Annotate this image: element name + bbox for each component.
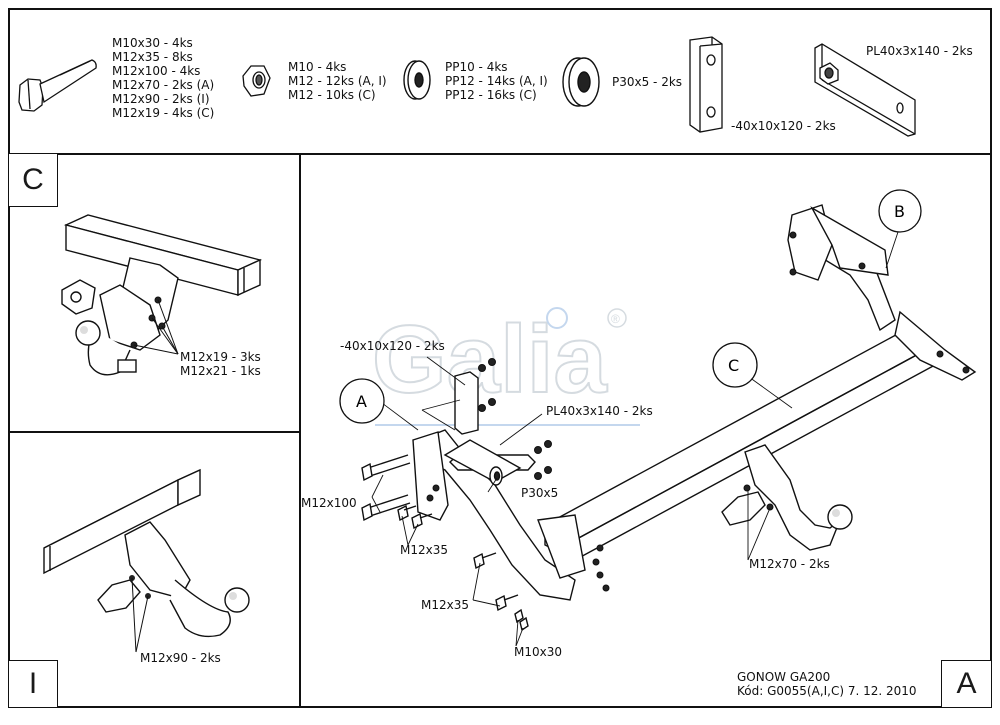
label-m12x35-lower: M12x35	[421, 598, 469, 612]
washer-line: PP12 - 16ks (C)	[445, 88, 537, 102]
panel-c-labels: M12x19 - 3ks M12x21 - 1ks	[180, 350, 261, 378]
bolt-line: M12x100 - 4ks	[112, 64, 201, 78]
drawing-code: Kód: G0055(A,I,C) 7. 12. 2010	[737, 684, 917, 698]
main-panel-letter: A	[941, 660, 992, 708]
panel-i-letter: I	[8, 660, 58, 708]
bolt-list: M10x30 - 4ks M12x35 - 8ks M12x100 - 4ks …	[112, 36, 214, 120]
nut-icon	[242, 65, 271, 97]
main-spacer-label: P30x5	[521, 486, 559, 500]
callout-b: B	[894, 202, 905, 221]
plate-icon	[689, 36, 723, 133]
bolt-line: M10x30 - 4ks	[112, 36, 193, 50]
bolt-line: M12x70 - 2ks (A)	[112, 78, 215, 92]
label-m10x30: M10x30	[514, 645, 562, 659]
washer-line: PP10 - 4ks	[445, 60, 508, 74]
parts-header-panel	[8, 8, 992, 155]
title-block: GONOW GA200 Kód: G0055(A,I,C) 7. 12. 201…	[737, 670, 917, 698]
nut-line: M10 - 4ks	[288, 60, 347, 74]
washer-line: PP12 - 14ks (A, I)	[445, 74, 548, 88]
callout-a: A	[356, 392, 367, 411]
panel-i-label: M12x90 - 2ks	[140, 651, 221, 665]
model-name: GONOW GA200	[737, 670, 831, 684]
bolt-icon	[18, 59, 97, 112]
label-m12x70: M12x70 - 2ks	[749, 557, 830, 571]
panel-i	[8, 431, 301, 708]
bolt-line: M12x35 - 8ks	[112, 50, 193, 64]
washer-icon	[403, 60, 431, 100]
panel-c-letter: C	[8, 153, 58, 207]
bracket-label: PL40x3x140 - 2ks	[866, 44, 973, 58]
main-bracket-label: PL40x3x140 - 2ks	[546, 404, 653, 418]
nut-line: M12 - 12ks (A, I)	[288, 74, 387, 88]
label-m12x100: M12x100	[301, 496, 357, 510]
callout-c: C	[728, 356, 739, 375]
spacer-icon	[562, 57, 600, 107]
bolt-line: M12x19 - 4ks (C)	[112, 106, 215, 120]
nut-line: M12 - 10ks (C)	[288, 88, 376, 102]
washer-list: PP10 - 4ks PP12 - 14ks (A, I) PP12 - 16k…	[445, 60, 548, 102]
bracket-icon	[814, 43, 916, 137]
panel-c-label: M12x19 - 3ks	[180, 350, 261, 364]
spacer-label: P30x5 - 2ks	[612, 75, 683, 89]
plate-label: -40x10x120 - 2ks	[731, 119, 836, 133]
main-plate-label: -40x10x120 - 2ks	[340, 339, 445, 353]
bolt-line: M12x90 - 2ks (I)	[112, 92, 210, 106]
panel-c-label: M12x21 - 1ks	[180, 364, 261, 378]
label-m12x35-upper: M12x35	[400, 543, 448, 557]
nut-list: M10 - 4ks M12 - 12ks (A, I) M12 - 10ks (…	[288, 60, 387, 102]
logo-reg: ®	[611, 312, 620, 326]
